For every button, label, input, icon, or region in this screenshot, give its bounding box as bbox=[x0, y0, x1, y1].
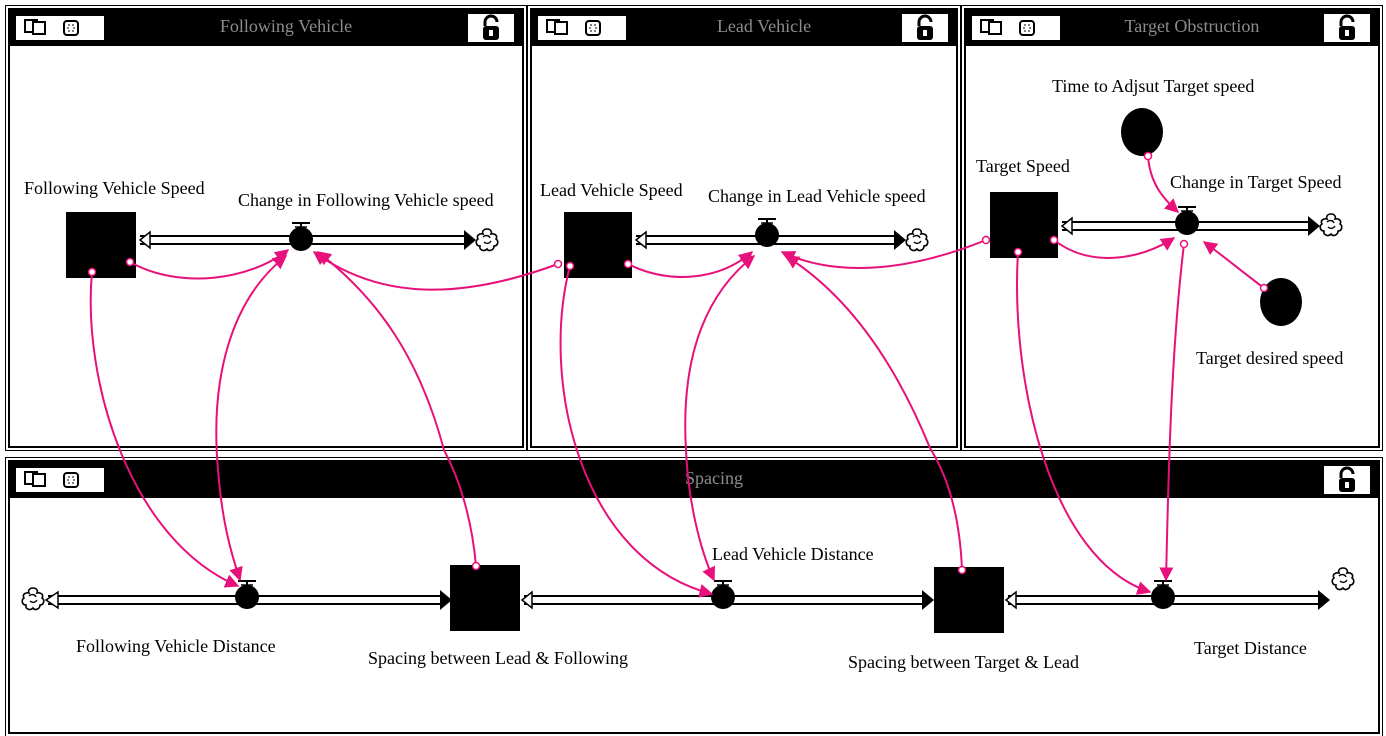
sector-title: Spacing bbox=[685, 468, 743, 488]
label-lead-vehicle-distance: Lead Vehicle Distance bbox=[712, 544, 874, 564]
label-change-following-speed: Change in Following Vehicle speed bbox=[238, 190, 494, 210]
lock-icon bbox=[917, 14, 933, 40]
lock-icon bbox=[1339, 14, 1355, 40]
select-icon[interactable] bbox=[62, 471, 80, 489]
label-target-speed: Target Speed bbox=[976, 156, 1070, 176]
label-spacing-lead-following: Spacing between Lead & Following bbox=[368, 648, 628, 668]
label-spacing-target-lead: Spacing between Target & Lead bbox=[848, 652, 1079, 672]
sector-toolbar bbox=[16, 468, 104, 492]
label-change-target-speed: Change in Target Speed bbox=[1170, 172, 1342, 192]
sector-title: Following Vehicle bbox=[219, 16, 353, 36]
label-target-distance: Target Distance bbox=[1194, 638, 1307, 658]
sector-title: Target Obstruction bbox=[1124, 16, 1260, 36]
run-icon[interactable] bbox=[546, 19, 568, 35]
sector-title: Lead Vehicle bbox=[716, 16, 812, 36]
sector-lock[interactable] bbox=[468, 14, 514, 42]
sector-title-bar: Following Vehicle bbox=[10, 10, 522, 46]
sector-title-bar: Spacing bbox=[10, 462, 1378, 498]
sector-target-obstruction: Target Obstruction bbox=[961, 5, 1383, 451]
run-icon[interactable] bbox=[24, 471, 46, 487]
lock-icon bbox=[1339, 466, 1355, 492]
sector-toolbar bbox=[538, 16, 626, 40]
sector-spacing: Spacing bbox=[5, 457, 1383, 736]
sector-toolbar bbox=[972, 16, 1060, 40]
select-icon[interactable] bbox=[584, 19, 602, 37]
sector-following-vehicle: Following Vehicle bbox=[5, 5, 527, 451]
sector-title-bar: Target Obstruction bbox=[966, 10, 1378, 46]
sector-lead-vehicle: Lead Vehicle bbox=[527, 5, 961, 451]
sector-title-bar: Lead Vehicle bbox=[532, 10, 956, 46]
sector-lock[interactable] bbox=[1324, 14, 1370, 42]
label-lead-vehicle-speed: Lead Vehicle Speed bbox=[540, 180, 683, 200]
run-icon[interactable] bbox=[980, 19, 1002, 35]
label-following-vehicle-speed: Following Vehicle Speed bbox=[24, 178, 205, 198]
lock-icon bbox=[483, 14, 499, 40]
label-following-vehicle-distance: Following Vehicle Distance bbox=[76, 636, 276, 656]
sector-toolbar bbox=[16, 16, 104, 40]
select-icon[interactable] bbox=[62, 19, 80, 37]
sector-lock[interactable] bbox=[1324, 466, 1370, 494]
label-time-to-adjust: Time to Adjsut Target speed bbox=[1052, 76, 1255, 96]
sector-lock[interactable] bbox=[902, 14, 948, 42]
select-icon[interactable] bbox=[1018, 19, 1036, 37]
label-target-desired-speed: Target desired speed bbox=[1196, 348, 1344, 368]
run-icon[interactable] bbox=[24, 19, 46, 35]
label-change-lead-speed: Change in Lead Vehicle speed bbox=[708, 186, 926, 206]
